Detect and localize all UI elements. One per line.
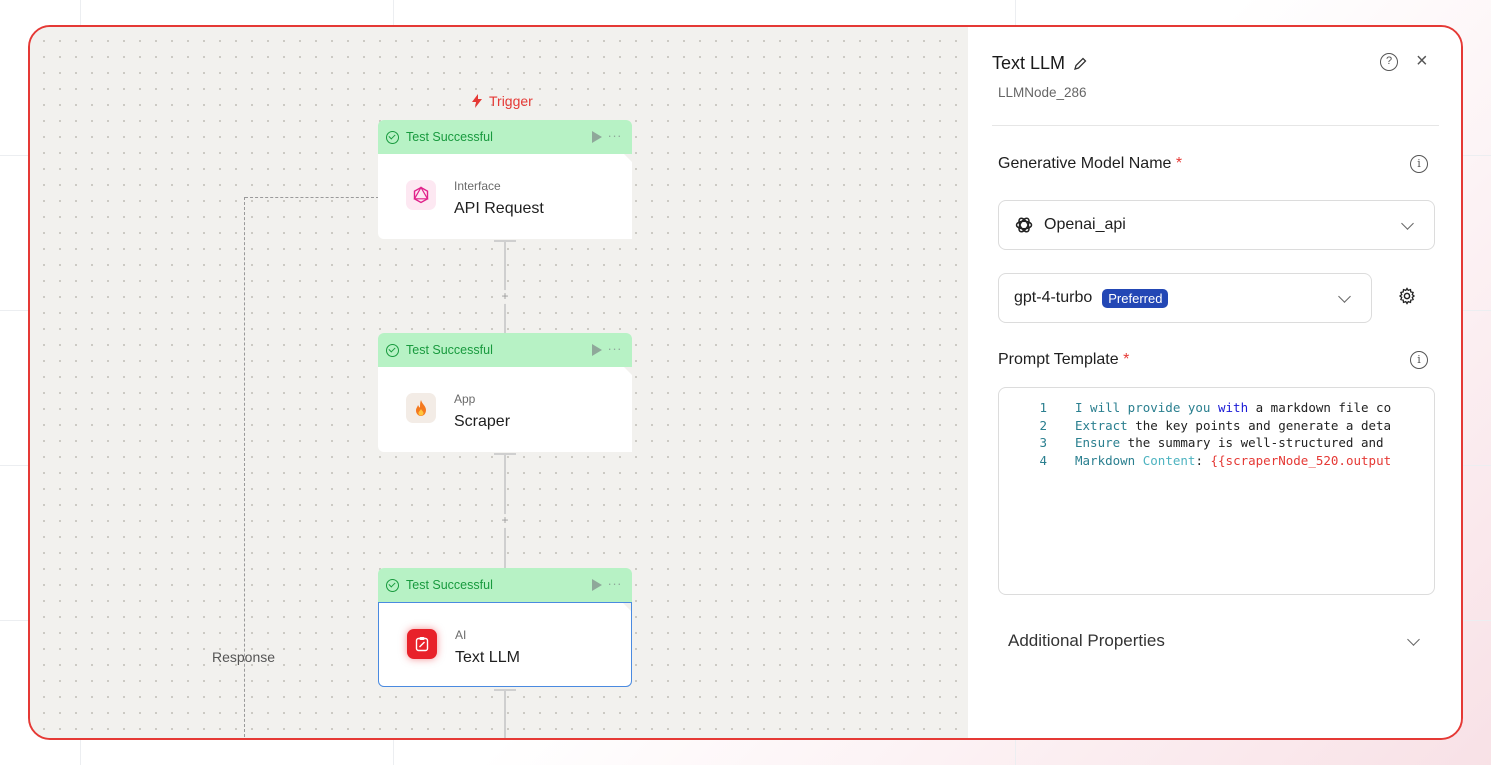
status-text: Test Successful	[406, 578, 493, 592]
info-icon[interactable]: i	[1410, 351, 1428, 369]
gear-icon[interactable]	[1398, 287, 1416, 311]
provider-select[interactable]: Openai_api	[998, 200, 1435, 250]
help-icon[interactable]: ?	[1380, 53, 1398, 71]
preferred-badge: Preferred	[1102, 288, 1169, 308]
workflow-editor-frame: + + Trigger Test Successful ··· Interfac…	[28, 25, 1463, 740]
play-icon[interactable]	[592, 131, 602, 143]
play-icon[interactable]	[592, 579, 602, 591]
play-icon[interactable]	[592, 344, 602, 356]
node-status-bar: Test Successful ···	[378, 568, 632, 602]
edge-1	[504, 240, 506, 333]
close-icon[interactable]: ×	[1416, 50, 1428, 72]
more-icon[interactable]: ···	[607, 341, 622, 356]
chevron-down-icon	[1401, 217, 1414, 230]
check-circle-icon	[386, 578, 399, 592]
node-kind: AI	[455, 628, 467, 642]
node-status-bar: Test Successful ···	[378, 120, 632, 154]
workflow-canvas[interactable]: + + Trigger Test Successful ··· Interfac…	[30, 27, 968, 738]
response-edge	[244, 197, 245, 738]
edge-port	[494, 453, 516, 455]
node-id: LLMNode_286	[998, 85, 1087, 100]
check-circle-icon	[386, 343, 399, 357]
node-kind: App	[454, 392, 476, 406]
status-text: Test Successful	[406, 343, 493, 357]
check-circle-icon	[386, 130, 399, 144]
chevron-down-icon[interactable]	[1407, 633, 1420, 646]
node-api-request[interactable]: Test Successful ··· Interface API Reques…	[378, 120, 632, 239]
edge-port	[494, 689, 516, 691]
panel-title: Text LLM	[992, 53, 1087, 74]
pencil-icon[interactable]	[1073, 57, 1087, 71]
response-label: Response	[212, 649, 276, 665]
add-node-button[interactable]: +	[498, 290, 512, 304]
chevron-down-icon	[1338, 290, 1351, 303]
model-label: Generative Model Name *	[998, 155, 1183, 172]
trigger-label: Trigger	[470, 93, 533, 109]
response-edge-top	[245, 197, 379, 198]
openai-icon	[1015, 217, 1033, 233]
node-body[interactable]: Interface API Request	[378, 154, 632, 239]
provider-value: Openai_api	[1044, 216, 1126, 233]
add-node-button[interactable]: +	[498, 514, 512, 528]
node-name: API Request	[454, 200, 544, 217]
node-text-llm[interactable]: Test Successful ··· AI Text LLM	[378, 568, 632, 687]
node-settings-panel: Text LLM LLMNode_286 ? × Generative Mode…	[968, 27, 1461, 738]
node-status-bar: Test Successful ···	[378, 333, 632, 367]
divider	[992, 125, 1439, 126]
model-select[interactable]: gpt-4-turbo Preferred	[998, 273, 1372, 323]
status-text: Test Successful	[406, 130, 493, 144]
node-kind: Interface	[454, 179, 501, 193]
ai-document-icon	[407, 629, 437, 659]
graphql-icon	[406, 180, 436, 210]
info-icon[interactable]: i	[1410, 155, 1428, 173]
fire-icon	[406, 393, 436, 423]
lightning-icon	[472, 94, 482, 108]
model-value: gpt-4-turbo	[1014, 289, 1093, 306]
edge-3	[504, 689, 506, 738]
node-body[interactable]: AI Text LLM	[378, 602, 632, 687]
prompt-label: Prompt Template *	[998, 351, 1130, 368]
node-name: Text LLM	[455, 649, 520, 666]
edge-port	[494, 240, 516, 242]
additional-properties-toggle[interactable]: Additional Properties	[1008, 631, 1165, 650]
more-icon[interactable]: ···	[607, 576, 622, 591]
edge-2	[504, 453, 506, 568]
more-icon[interactable]: ···	[607, 128, 622, 143]
panel-title-text: Text LLM	[992, 53, 1066, 73]
node-body[interactable]: App Scraper	[378, 367, 632, 452]
node-scraper[interactable]: Test Successful ··· App Scraper	[378, 333, 632, 452]
node-name: Scraper	[454, 413, 511, 430]
